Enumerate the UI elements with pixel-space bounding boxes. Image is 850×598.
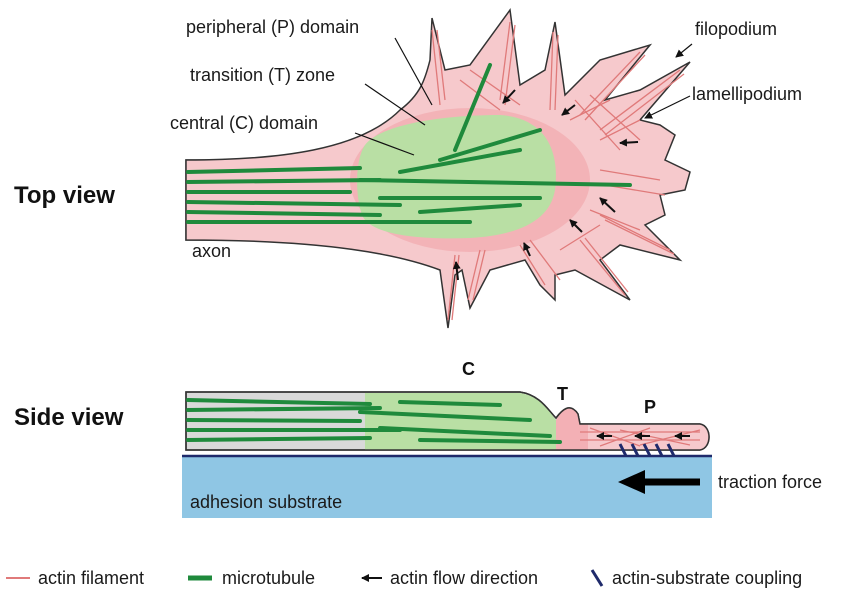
coupling-icon [590,569,604,587]
traction-force-arrow [618,470,700,494]
top-view-title: Top view [14,182,115,209]
side-c-label: C [462,359,475,379]
side-t-label: T [557,384,568,404]
legend-flow-label: actin flow direction [390,568,538,588]
axon-label: axon [192,241,231,261]
peripheral-label: peripheral (P) domain [186,17,359,37]
legend: actin filament microtubule actin flow di… [6,568,802,588]
legend-microtubule-label: microtubule [222,568,315,588]
side-cell-border [185,391,710,451]
side-transition-zone [556,407,590,450]
side-p-label: P [644,397,656,417]
actin-filaments-top [431,21,685,321]
actin-flow-arrows-top [452,89,639,281]
filopodium-label: filopodium [695,19,777,39]
central-label: central (C) domain [170,113,318,133]
transition-label: transition (T) zone [190,65,335,85]
lamellipodium-label: lamellipodium [692,84,802,104]
microtubules-top [186,63,632,224]
microtubules-side [186,398,562,444]
side-view-title: Side view [14,404,124,431]
leader-lines [354,37,693,156]
traction-force-label: traction force [718,472,822,492]
legend-coupling-label: actin-substrate coupling [612,568,802,588]
legend-actin-label: actin filament [38,568,144,588]
side-view-cell [185,391,710,461]
substrate-label: adhesion substrate [190,492,342,512]
adhesion-substrate [182,456,712,518]
top-view-cell [185,8,691,329]
